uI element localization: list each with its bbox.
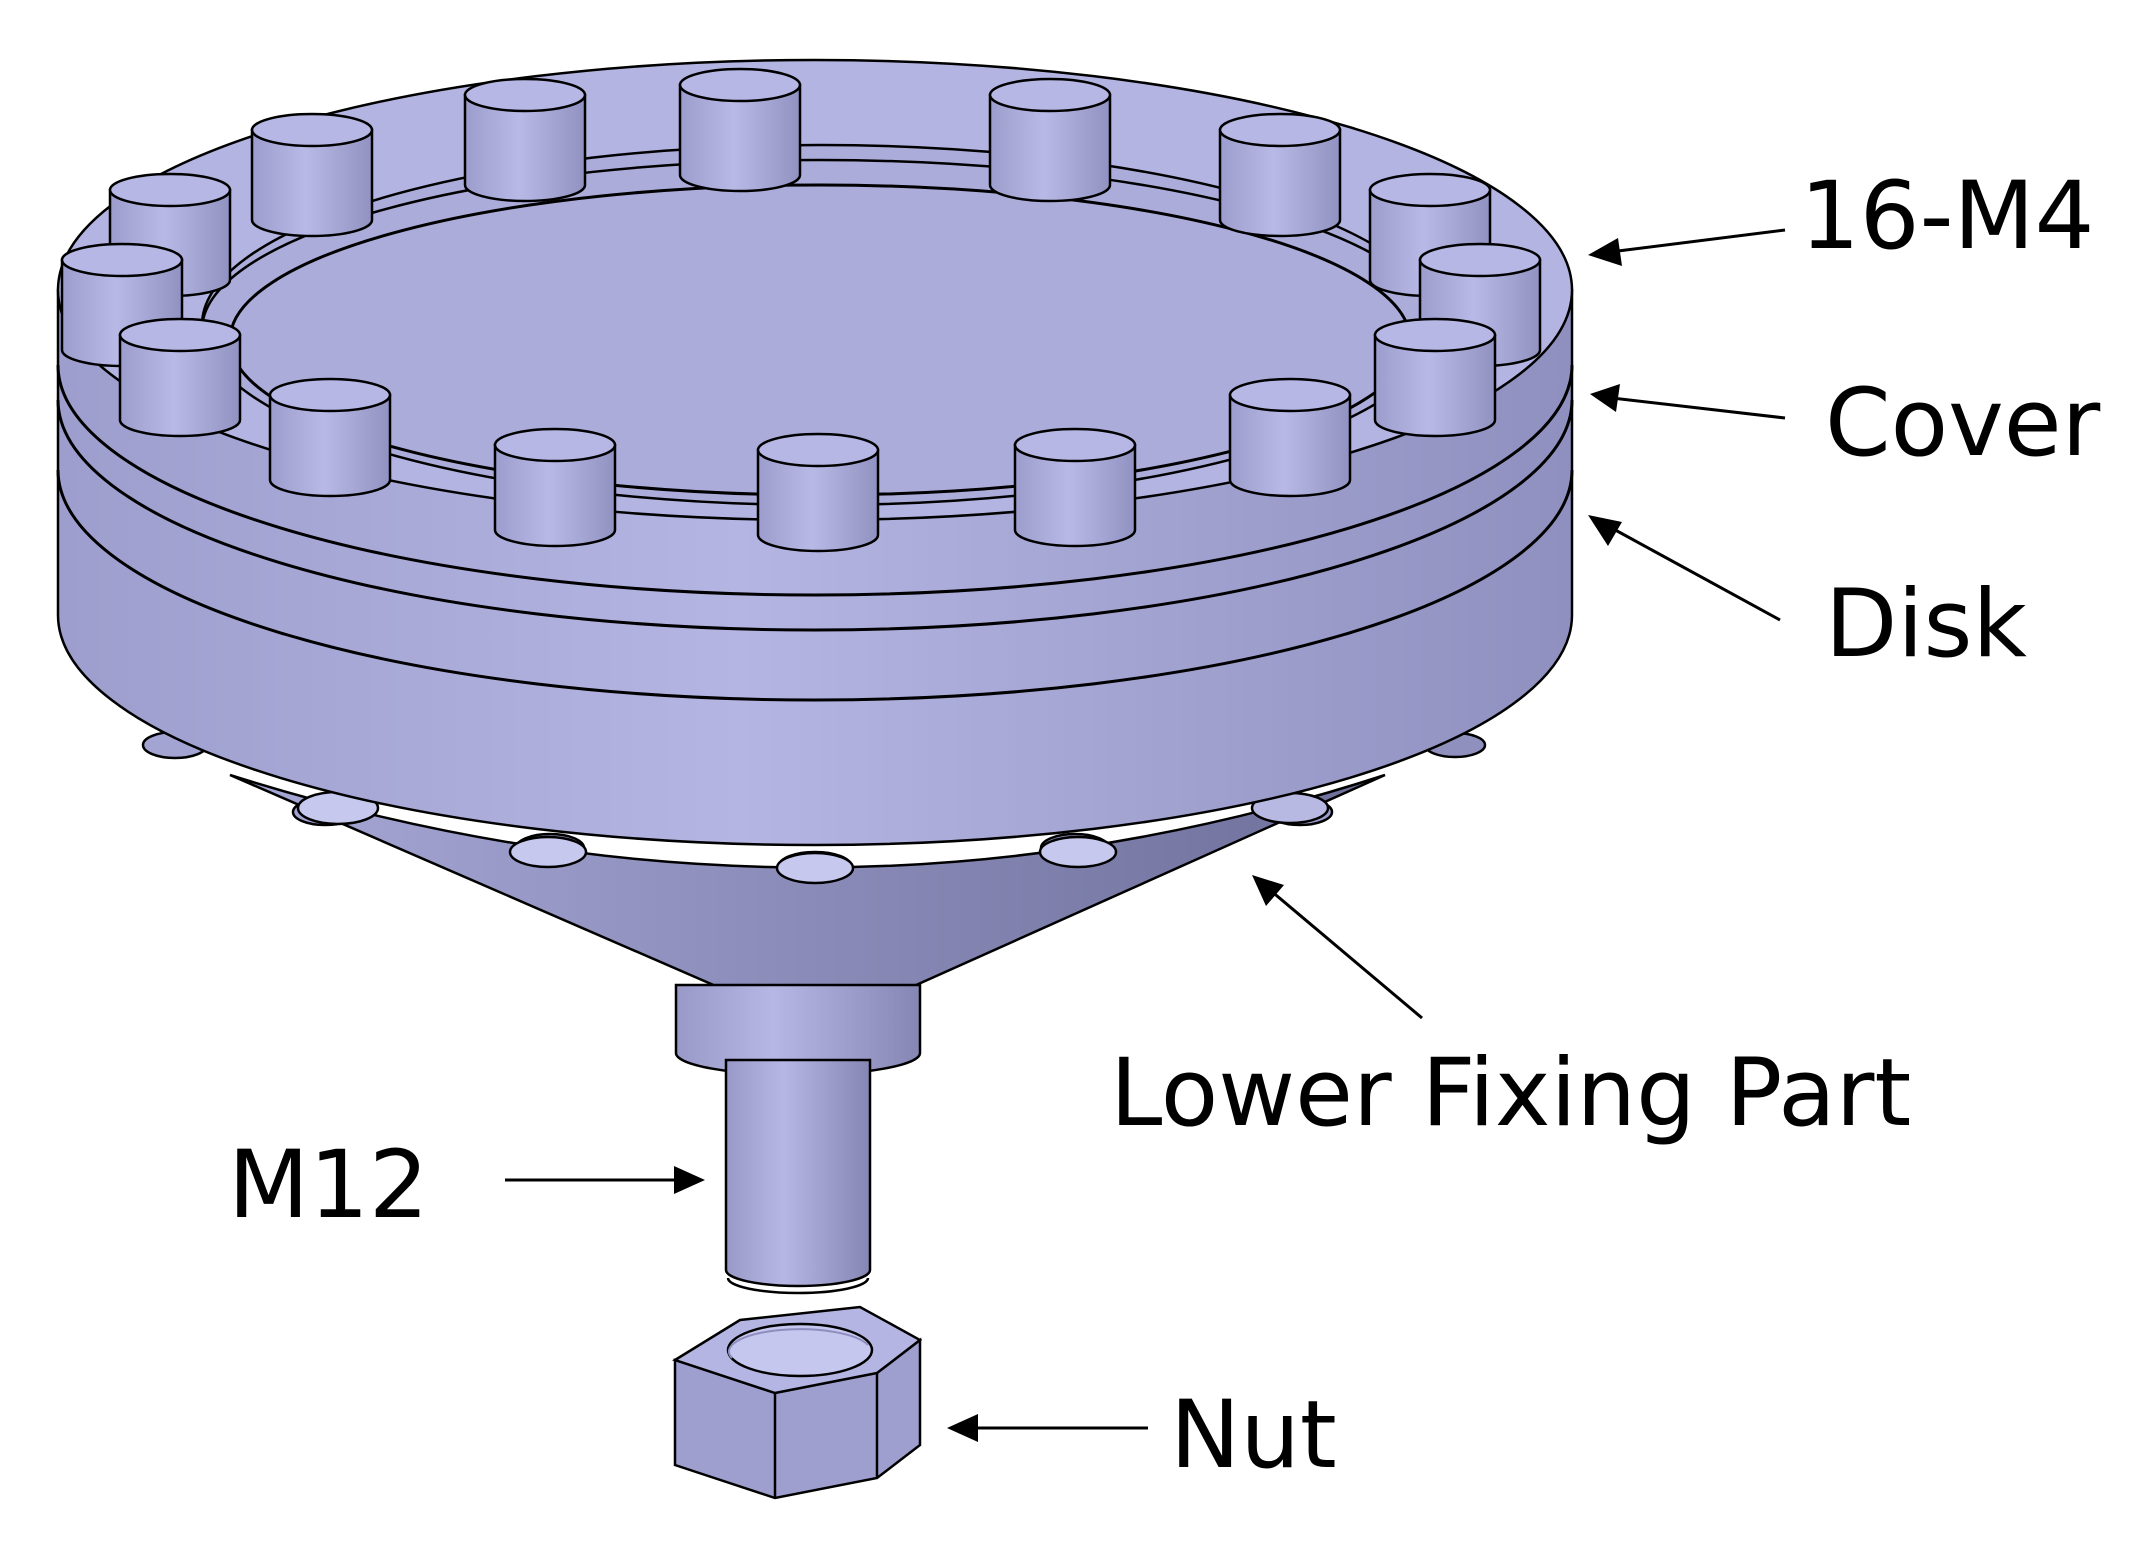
cover-disk-seam-1 — [56, 364, 1574, 597]
m4-bolt — [678, 67, 802, 193]
label-disk: Disk — [1825, 570, 2027, 679]
label-cover: Cover — [1825, 369, 2101, 478]
label-lower-fixing-part: Lower Fixing Part — [1110, 1039, 1911, 1148]
arrow-head-lower-fixing-part — [1252, 875, 1284, 906]
m4-bolt — [118, 317, 242, 438]
cover-and-disk-body — [56, 58, 1574, 847]
m4-bolt — [1373, 317, 1497, 438]
m4-bolt — [1218, 112, 1342, 238]
label-m12: M12 — [228, 1131, 429, 1240]
cone-holes — [296, 790, 1330, 885]
cover-disk-seam-2 — [56, 399, 1574, 632]
hex-nut — [672, 1305, 923, 1500]
callout-labels: 16-M4 Cover Disk Lower Fixing Part M12 N… — [228, 162, 2101, 1490]
arrow-head-m12 — [674, 1166, 705, 1194]
lower-fixing-part — [141, 730, 1487, 1077]
arrow-head-bolts — [1588, 238, 1622, 266]
m4-bolt — [463, 77, 587, 203]
m12-stud — [724, 1058, 872, 1295]
m4-bolt — [988, 77, 1112, 203]
disk-seam-3 — [56, 469, 1574, 702]
m4-bolt — [250, 112, 374, 238]
callout-arrows — [505, 228, 1786, 1442]
m4-bolt — [268, 377, 392, 498]
m4-bolt — [1013, 427, 1137, 548]
label-nut: Nut — [1170, 1381, 1337, 1490]
label-bolts: 16-M4 — [1800, 162, 2094, 271]
arrow-head-cover — [1590, 384, 1620, 412]
nut-bore — [726, 1322, 874, 1378]
m4-bolt — [756, 432, 880, 553]
m4-bolt — [1228, 377, 1352, 498]
m4-bolt-ring — [60, 67, 1542, 553]
m4-bolt — [493, 427, 617, 548]
arrow-head-nut — [947, 1414, 978, 1442]
arrow-head-disk — [1588, 515, 1622, 546]
